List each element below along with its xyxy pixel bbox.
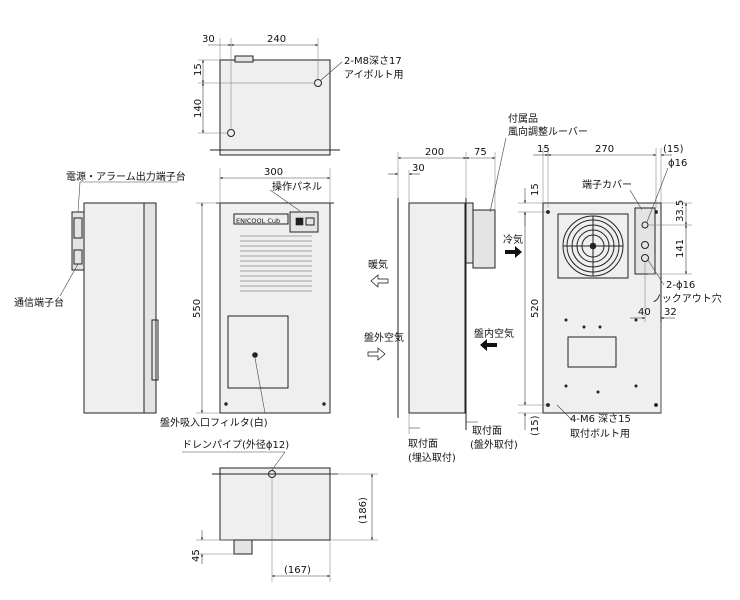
top-view: 30 240 15 140 2-M8深さ17 アイボルト用 xyxy=(193,34,404,156)
dim-rear-141: 141 xyxy=(675,239,686,258)
label-eyebolt-holes: 2-M8深さ17 xyxy=(344,55,402,67)
label-knockout: ノックアウト穴 xyxy=(652,292,722,305)
dim-rear-15: 15 xyxy=(537,144,550,155)
dim-rear-520: 520 xyxy=(530,299,541,318)
dim-bottom-186: (186) xyxy=(358,497,369,524)
label-terminal-cover: 端子カバー xyxy=(582,178,632,191)
side-mount-view: 200 75 30 付属品 風向調整ルーバー 冷気 暖気 盤外空気 盤内空気 取… xyxy=(364,112,588,464)
dim-rear-40: 40 xyxy=(638,307,651,318)
rear-plate xyxy=(567,336,617,368)
dim-front-550: 550 xyxy=(192,299,203,318)
left-side-view: 電源・アラーム出力端子台 通信端子台 xyxy=(14,170,186,414)
front-view: ENICOOL Cub 操作パネル 盤外吸入口フィルタ(白) xyxy=(160,167,334,429)
dim-top-240: 240 xyxy=(267,34,286,45)
brand-plate: ENICOOL Cub xyxy=(236,217,280,225)
label-embedded-mount: (埋込取付) xyxy=(408,451,456,464)
dim-rear-32: 32 xyxy=(664,307,677,318)
label-phi16: ϕ16 xyxy=(668,158,687,169)
dim-rear-33-5: 33.5 xyxy=(675,200,686,222)
dim-bottom-45: 45 xyxy=(191,549,202,562)
label-eyebolt-use: アイボルト用 xyxy=(344,69,404,81)
label-mount-face-embedded: 取付面 xyxy=(408,437,438,450)
dim-rear-15-left: 15 xyxy=(530,183,541,196)
dim-rear-15-bottom: (15) xyxy=(530,415,541,436)
label-knockout-qty: 2-ϕ16 xyxy=(666,280,695,291)
dim-rear-270: 270 xyxy=(595,144,614,155)
dim-side-200: 200 xyxy=(425,147,444,158)
label-panel-mount: (盤外取付) xyxy=(470,438,518,451)
label-cold-air: 冷気 xyxy=(503,233,523,246)
label-comm-terminal: 通信端子台 xyxy=(14,296,64,309)
dim-side-75: 75 xyxy=(474,147,487,158)
cold-air-arrow xyxy=(505,246,522,258)
dim-rear-15-paren: (15) xyxy=(663,144,684,155)
filter-panel xyxy=(227,315,289,389)
bottom-view: ドレンパイプ(外径ϕ12) (186) 45 (167) xyxy=(182,438,378,582)
label-warm-air: 暖気 xyxy=(368,258,388,271)
label-mount-bolt: 取付ボルト用 xyxy=(570,427,630,440)
label-operation-panel: 操作パネル xyxy=(272,180,322,193)
label-filter: 盤外吸入口フィルタ(白) xyxy=(160,416,268,429)
label-accessory-2: 風向調整ルーバー xyxy=(508,125,588,138)
label-drain-pipe: ドレンパイプ(外径ϕ12) xyxy=(182,438,289,451)
label-inside-air: 盤内空気 xyxy=(474,327,514,340)
dim-side-30: 30 xyxy=(412,163,425,174)
dim-top-140: 140 xyxy=(193,99,204,118)
outside-air-arrow xyxy=(367,347,386,361)
label-mount-holes: 4-M6 深さ15 xyxy=(570,413,631,425)
intake-grille xyxy=(240,235,312,292)
dim-bottom-167: (167) xyxy=(284,565,311,576)
dim-top-30: 30 xyxy=(202,34,215,45)
dim-front-300: 300 xyxy=(264,167,283,178)
label-power-alarm-terminal: 電源・アラーム出力端子台 xyxy=(66,170,186,183)
label-outside-air: 盤外空気 xyxy=(364,331,404,344)
inside-air-arrow xyxy=(480,339,497,351)
dim-top-15: 15 xyxy=(193,63,204,76)
warm-air-arrow xyxy=(370,274,389,288)
fan-housing xyxy=(557,213,629,279)
label-accessory-1: 付属品 xyxy=(508,112,538,125)
rear-view: 15 270 (15) ϕ16 端子カバー 33.5 141 2-ϕ16 ノック… xyxy=(518,144,722,440)
operation-panel xyxy=(289,211,319,233)
label-mount-face-panel: 取付面 xyxy=(472,424,502,437)
